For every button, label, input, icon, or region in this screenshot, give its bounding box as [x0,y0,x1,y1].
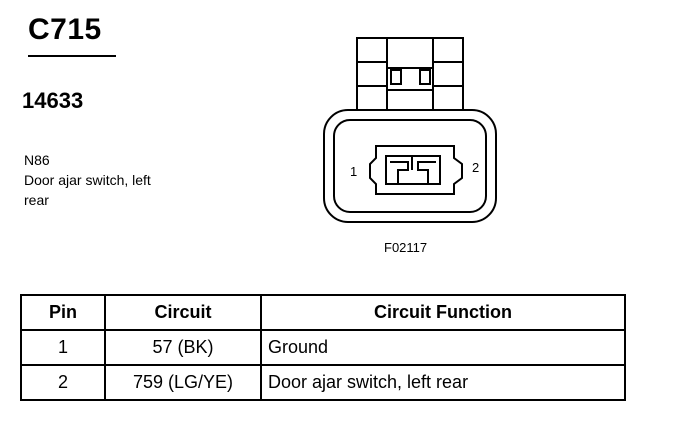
cell-circuit: 57 (BK) [104,329,262,366]
connector-code: N86 [24,152,50,168]
table-row: 1 57 (BK) Ground [20,329,626,366]
cell-circuit: 759 (LG/YE) [104,364,262,401]
table-header-row: Pin Circuit Circuit Function [20,294,626,331]
part-number: 14633 [22,88,84,113]
header-circuit-function: Circuit Function [260,294,626,331]
cell-pin: 1 [20,329,106,366]
header-pin: Pin [20,294,106,331]
pin-table: Pin Circuit Circuit Function 1 57 (BK) G… [20,294,626,401]
terminal-cavity [369,145,463,195]
figure-id: F02117 [384,240,428,255]
cell-pin: 2 [20,364,106,401]
title-underline [28,55,116,57]
table-row: 2 759 (LG/YE) Door ajar switch, left rea… [20,364,626,401]
description-line-1: Door ajar switch, left [24,172,151,188]
header-circuit: Circuit [104,294,262,331]
connector-title: C715 [28,13,102,46]
connector-outer-shell [323,109,497,223]
description-line-2: rear [24,192,49,208]
pin-label-right: 2 [472,160,479,175]
cell-function: Ground [260,329,626,366]
pin-label-left: 1 [350,164,357,179]
connector-lock-block [356,37,464,111]
cell-function: Door ajar switch, left rear [260,364,626,401]
connector-inner-shell [333,119,487,213]
connector-diagram: 1 2 [323,37,497,223]
connector-description: N86 Door ajar switch, left rear [24,150,151,210]
